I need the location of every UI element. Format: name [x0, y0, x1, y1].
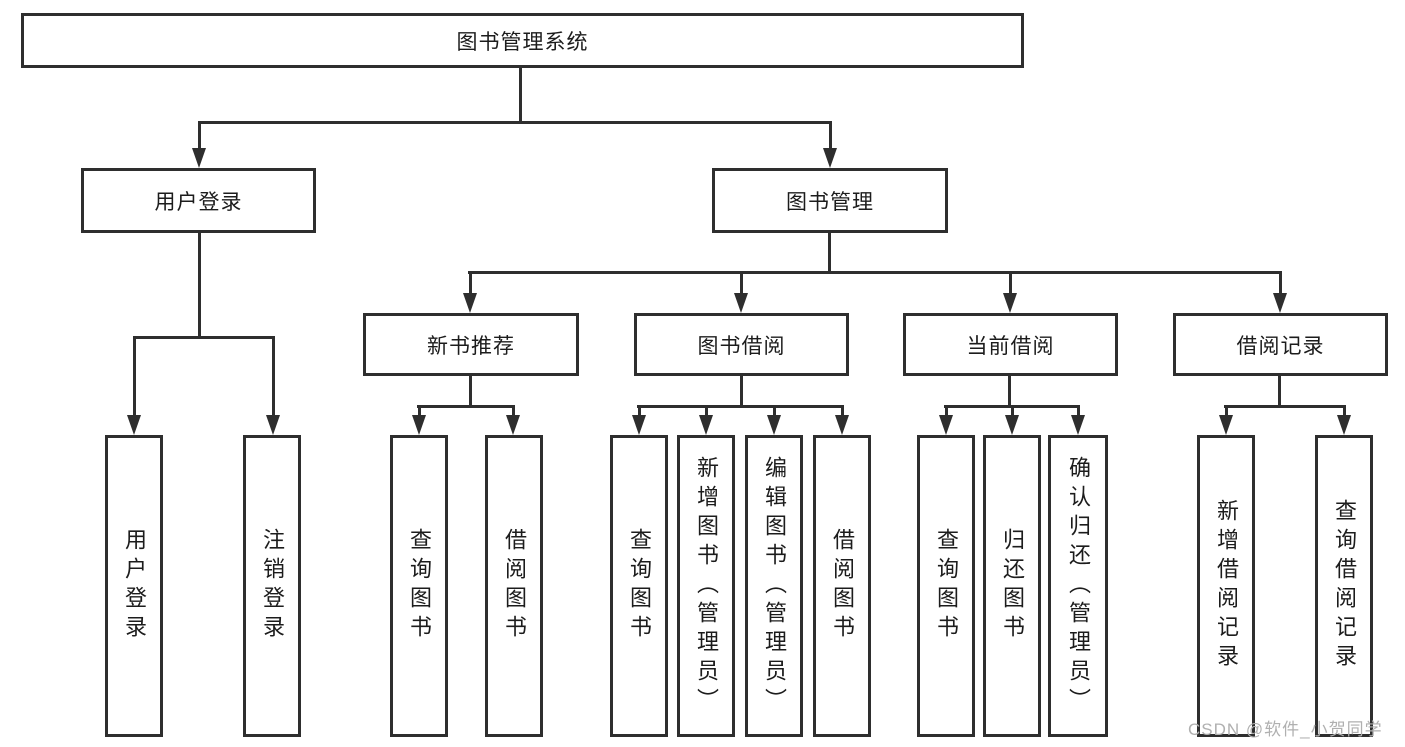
connector-book-management-stem	[828, 233, 831, 271]
leaf-return-books: 归还图书	[983, 435, 1041, 737]
arrow-to-borrow-records-icon	[1273, 271, 1287, 313]
connector-root-stem	[519, 68, 522, 121]
leaf-borrow-books-2: 借阅图书	[813, 435, 871, 737]
connector-current-borrow-stem	[1008, 376, 1011, 405]
arrow-to-leaf-query-books-1-icon	[412, 405, 426, 435]
arrow-to-leaf-logout-icon	[266, 336, 280, 435]
arrow-to-leaf-edit-books-icon	[767, 405, 781, 435]
arrow-to-book-borrow-icon	[734, 271, 748, 313]
node-label: 查询借阅记录	[1332, 499, 1357, 673]
node-new-book-recommend: 新书推荐	[363, 313, 579, 376]
leaf-logout: 注销登录	[243, 435, 301, 737]
connector-new-book-branch	[417, 405, 515, 408]
arrow-to-user-login-icon	[192, 121, 206, 168]
leaf-borrow-books-1: 借阅图书	[485, 435, 543, 737]
node-label: 查询图书	[934, 528, 959, 644]
leaf-confirm-return-admin: 确认归还（管理员）	[1048, 435, 1108, 737]
connector-root-branch	[198, 121, 832, 124]
node-label: 借阅图书	[830, 528, 855, 644]
node-label: 新书推荐	[427, 334, 515, 358]
csdn-watermark: CSDN @软件_小贺同学	[1188, 720, 1383, 739]
node-label: 新增借阅记录	[1214, 499, 1239, 673]
leaf-edit-books-admin: 编辑图书（管理员）	[745, 435, 803, 737]
arrow-to-leaf-user-login-icon	[127, 336, 141, 435]
node-label: 查询图书	[627, 528, 652, 644]
leaf-query-books-2: 查询图书	[610, 435, 668, 737]
node-book-management: 图书管理	[712, 168, 948, 233]
leaf-query-borrow-record: 查询借阅记录	[1315, 435, 1373, 737]
leaf-user-login: 用户登录	[105, 435, 163, 737]
node-label: 用户登录	[154, 190, 243, 214]
node-label: 借阅记录	[1236, 334, 1325, 358]
connector-user-login-stem	[198, 233, 201, 336]
arrow-to-leaf-add-record-icon	[1219, 405, 1233, 435]
arrow-to-new-book-recommend-icon	[463, 271, 477, 313]
node-label: 图书管理系统	[456, 30, 589, 54]
node-book-borrow: 图书借阅	[634, 313, 849, 376]
arrow-to-leaf-return-books-icon	[1005, 405, 1019, 435]
node-current-borrow: 当前借阅	[903, 313, 1118, 376]
leaf-add-borrow-record: 新增借阅记录	[1197, 435, 1255, 737]
connector-user-login-branch	[133, 336, 274, 339]
arrow-to-leaf-confirm-return-icon	[1071, 405, 1085, 435]
connector-borrow-records-stem	[1278, 376, 1281, 405]
node-label: 图书借阅	[697, 334, 786, 358]
arrow-to-leaf-query-books-3-icon	[939, 405, 953, 435]
node-label: 用户登录	[122, 528, 147, 644]
connector-book-management-branch	[468, 271, 1282, 274]
connector-borrow-records-branch	[1224, 405, 1346, 408]
arrow-to-leaf-borrow-books-1-icon	[506, 405, 520, 435]
arrow-to-leaf-borrow-books-2-icon	[835, 405, 849, 435]
arrow-to-current-borrow-icon	[1003, 271, 1017, 313]
node-label: 当前借阅	[966, 334, 1055, 358]
node-label: 编辑图书（管理员）	[762, 455, 787, 717]
node-label: 注销登录	[260, 528, 285, 644]
node-library-management-system: 图书管理系统	[21, 13, 1024, 68]
node-borrow-records: 借阅记录	[1173, 313, 1388, 376]
leaf-add-books-admin: 新增图书（管理员）	[677, 435, 735, 737]
connector-book-borrow-stem	[740, 376, 743, 405]
arrow-to-leaf-add-books-icon	[699, 405, 713, 435]
leaf-query-books-1: 查询图书	[390, 435, 448, 737]
arrow-to-leaf-query-books-2-icon	[632, 405, 646, 435]
node-label: 新增图书（管理员）	[694, 455, 719, 717]
connector-new-book-stem	[469, 376, 472, 405]
arrow-to-leaf-query-record-icon	[1337, 405, 1351, 435]
node-user-login: 用户登录	[81, 168, 316, 233]
arrow-to-book-management-icon	[823, 121, 837, 168]
leaf-query-books-3: 查询图书	[917, 435, 975, 737]
node-label: 归还图书	[1000, 528, 1025, 644]
node-label: 查询图书	[407, 528, 432, 644]
node-label: 图书管理	[786, 190, 874, 214]
connector-book-borrow-branch	[637, 405, 844, 408]
node-label: 借阅图书	[502, 528, 527, 644]
node-label: 确认归还（管理员）	[1066, 455, 1091, 717]
